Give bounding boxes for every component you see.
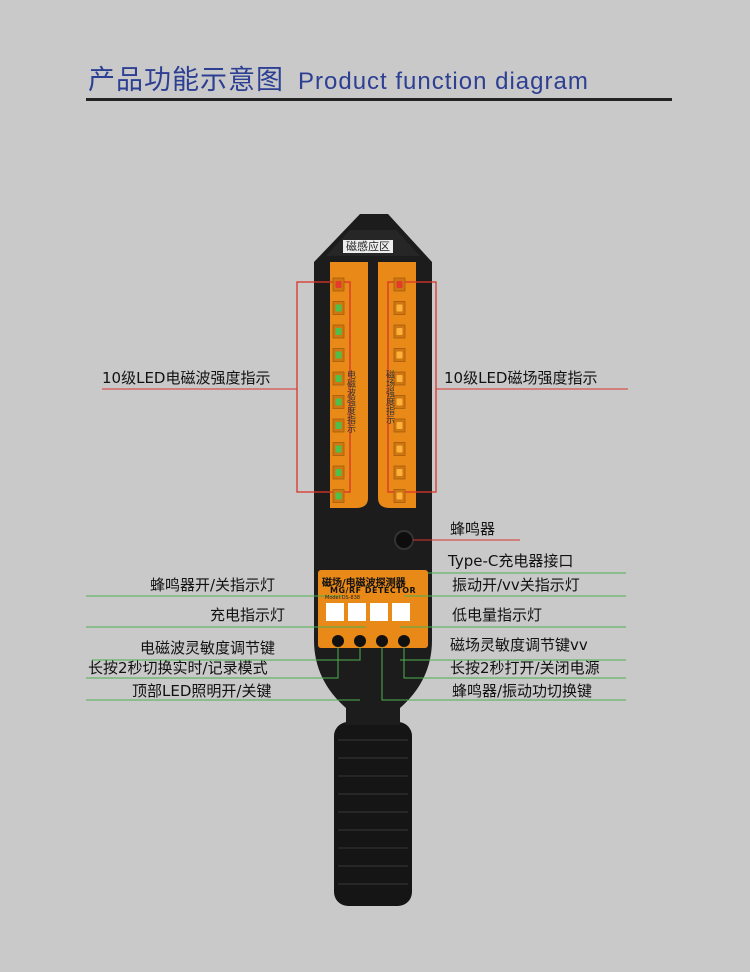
led-light	[396, 328, 403, 335]
led-light	[396, 469, 403, 476]
label-buzzer: 蜂鸣器	[450, 520, 496, 538]
led-light	[396, 492, 403, 500]
led-light	[396, 281, 403, 288]
led-light	[335, 445, 342, 453]
panel-title-en: MG/RF DETECTOR	[330, 586, 417, 595]
label-rf-sensitivity-key: 电磁波灵敏度调节键	[140, 639, 276, 657]
led-light	[396, 422, 403, 429]
label-mg-led-level: 10级LED磁场强度指示	[444, 369, 598, 387]
label-rf-led-level: 10级LED电磁波强度指示	[102, 369, 271, 387]
buzzer-indicator-icon	[348, 603, 366, 621]
panel-model: Model:DS-838	[325, 595, 361, 601]
label-buzzer-vibrate-key: 蜂鸣器/振动功切换键	[452, 682, 593, 700]
label-power-toggle: 长按2秒打开/关闭电源	[450, 659, 600, 677]
left-led-highlight	[296, 281, 351, 493]
led-light	[335, 351, 342, 359]
left-column-caption: 电磁波强度指示	[345, 370, 355, 433]
page-title: 产品功能示意图 Product function diagram	[88, 58, 589, 97]
led-indicator-icon	[326, 603, 344, 621]
led-light	[335, 304, 342, 312]
left-led-column	[332, 277, 345, 503]
right-led-column	[393, 277, 406, 503]
power-button[interactable]	[398, 635, 410, 647]
red-callout-lines	[102, 388, 628, 541]
led-light	[335, 492, 342, 500]
vibrate-indicator-icon	[370, 603, 388, 621]
led-light	[396, 351, 403, 359]
led-light	[335, 469, 342, 476]
label-charge-indicator: 充电指示灯	[210, 606, 286, 624]
led-light	[396, 304, 403, 312]
label-vibrate-indicator: 振动开/vv关指示灯	[452, 576, 580, 594]
battery-indicator-icon	[392, 603, 410, 621]
led-light	[335, 375, 342, 382]
led-light	[396, 398, 403, 406]
title-en: Product function diagram	[298, 68, 589, 95]
led-light	[335, 328, 342, 335]
right-led-highlight	[387, 281, 437, 493]
panel-title-cn: 磁场/电磁波探测器	[322, 578, 406, 589]
led-light	[335, 398, 342, 406]
led-light	[396, 445, 403, 453]
green-callout-lines	[86, 572, 626, 701]
top-led-button[interactable]	[332, 635, 344, 647]
title-cn: 产品功能示意图	[88, 65, 284, 96]
rf-sensitivity-button[interactable]	[354, 635, 366, 647]
buzzer-hole	[394, 530, 414, 550]
label-mode-switch: 长按2秒切换实时/记录模式	[88, 659, 268, 677]
label-low-battery: 低电量指示灯	[452, 606, 543, 624]
title-divider	[86, 98, 672, 101]
label-buzzer-indicator: 蜂鸣器开/关指示灯	[150, 576, 276, 594]
device-handle	[334, 722, 412, 906]
led-light	[335, 281, 342, 288]
sensor-area-label: 磁感应区	[343, 240, 393, 253]
led-light	[396, 375, 403, 382]
label-top-led-key: 顶部LED照明开/关键	[132, 682, 272, 700]
led-light	[335, 422, 342, 429]
right-column-caption: 磁场强度指示	[384, 370, 394, 424]
label-typec-port: Type-C充电器接口	[448, 552, 574, 570]
handle-grip	[338, 739, 408, 885]
label-mg-sensitivity-key: 磁场灵敏度调节键vv	[450, 636, 588, 654]
mode-switch-button[interactable]	[376, 635, 388, 647]
